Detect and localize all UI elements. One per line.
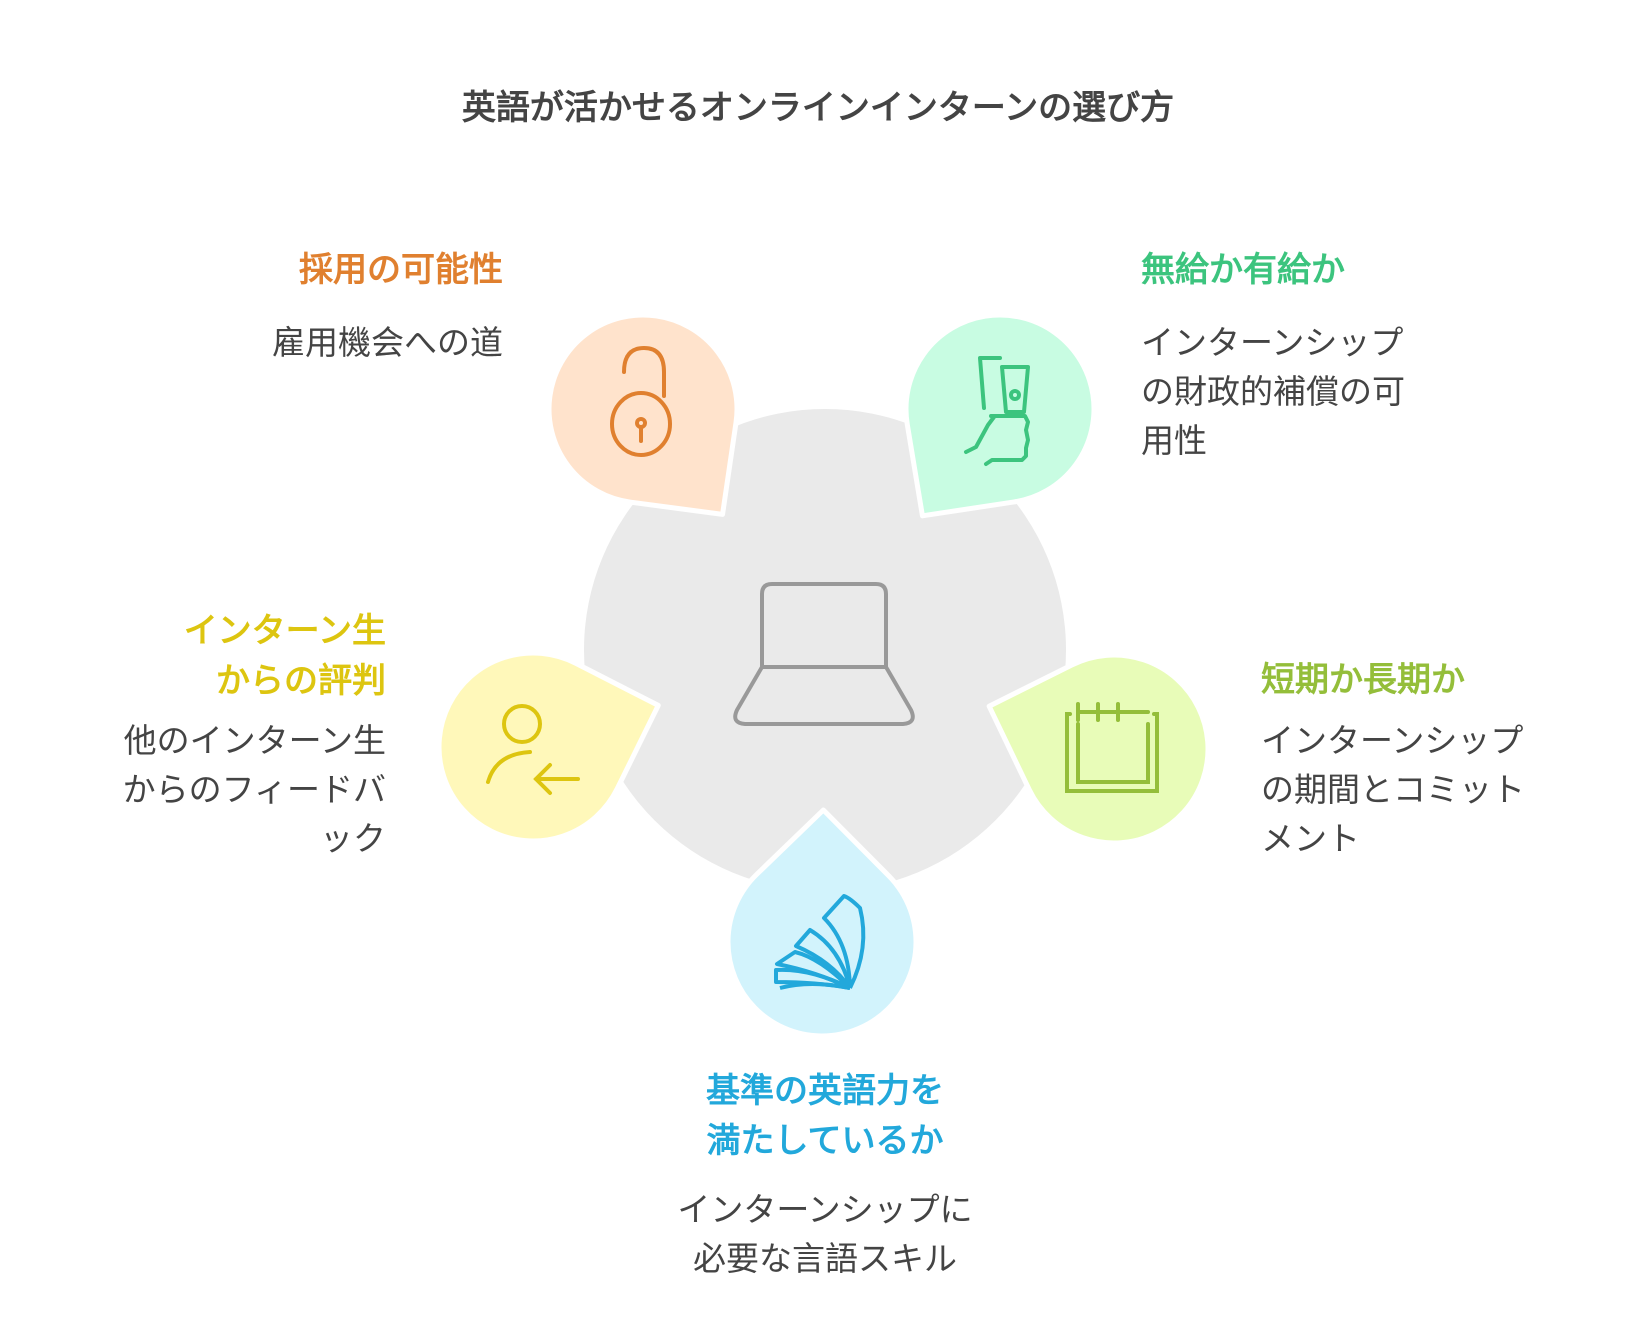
reviews-description: 他のインターン生 からのフィードバ ック	[123, 716, 386, 863]
hiring-heading: 採用の可能性	[299, 245, 503, 295]
hiring-description: 雇用機会への道	[272, 318, 503, 367]
diagram-title: 英語が活かせるオンラインインターンの選び方	[461, 88, 1175, 128]
description-line: 雇用機会への道	[272, 323, 503, 362]
hiring-drop	[546, 312, 740, 517]
heading-line: 短期か長期か	[1261, 660, 1465, 700]
english-description: インターンシップに 必要な言語スキル	[625, 1185, 1025, 1283]
description-line: インターンシップ	[1141, 323, 1404, 362]
description-line: 必要な言語スキル	[693, 1239, 957, 1278]
laptop-icon	[733, 582, 915, 726]
unlocked-padlock-icon	[610, 345, 672, 457]
heading-line: インターン生	[183, 611, 386, 651]
heading-line: からの評判	[216, 661, 386, 701]
description-line: の財政的補償の可	[1141, 372, 1405, 411]
description-line: インターンシップに	[677, 1190, 973, 1229]
user-arrow-icon	[486, 704, 580, 795]
description-line: ック	[320, 819, 386, 858]
pay-heading: 無給か有給か	[1141, 245, 1345, 295]
reviews-drop	[436, 650, 661, 844]
description-line: メント	[1261, 819, 1360, 858]
heading-line: 採用の可能性	[299, 250, 503, 290]
heading-line: 無給か有給か	[1141, 250, 1345, 290]
heading-line: 満たしているか	[706, 1121, 944, 1161]
pay-description: インターンシップ の財政的補償の可 用性	[1141, 318, 1405, 465]
english-heading: 基準の英語力を 満たしているか	[625, 1066, 1025, 1166]
description-line: の期間とコミット	[1261, 770, 1525, 809]
description-line: 他のインターン生	[123, 721, 386, 760]
calendar-icon	[1065, 702, 1159, 793]
heading-line: 基準の英語力を	[706, 1071, 944, 1111]
duration-drop	[986, 652, 1211, 846]
description-line: からのフィードバ	[122, 770, 386, 809]
description-line: インターンシップ	[1261, 721, 1524, 760]
duration-heading: 短期か長期か	[1261, 655, 1465, 705]
duration-description: インターンシップ の期間とコミット メント	[1261, 716, 1525, 863]
description-line: 用性	[1141, 421, 1207, 460]
hand-holding-money-icon	[964, 356, 1030, 466]
reviews-heading: インターン生 からの評判	[184, 606, 386, 706]
center-circle	[584, 409, 1066, 891]
book-pages-icon	[774, 894, 866, 990]
